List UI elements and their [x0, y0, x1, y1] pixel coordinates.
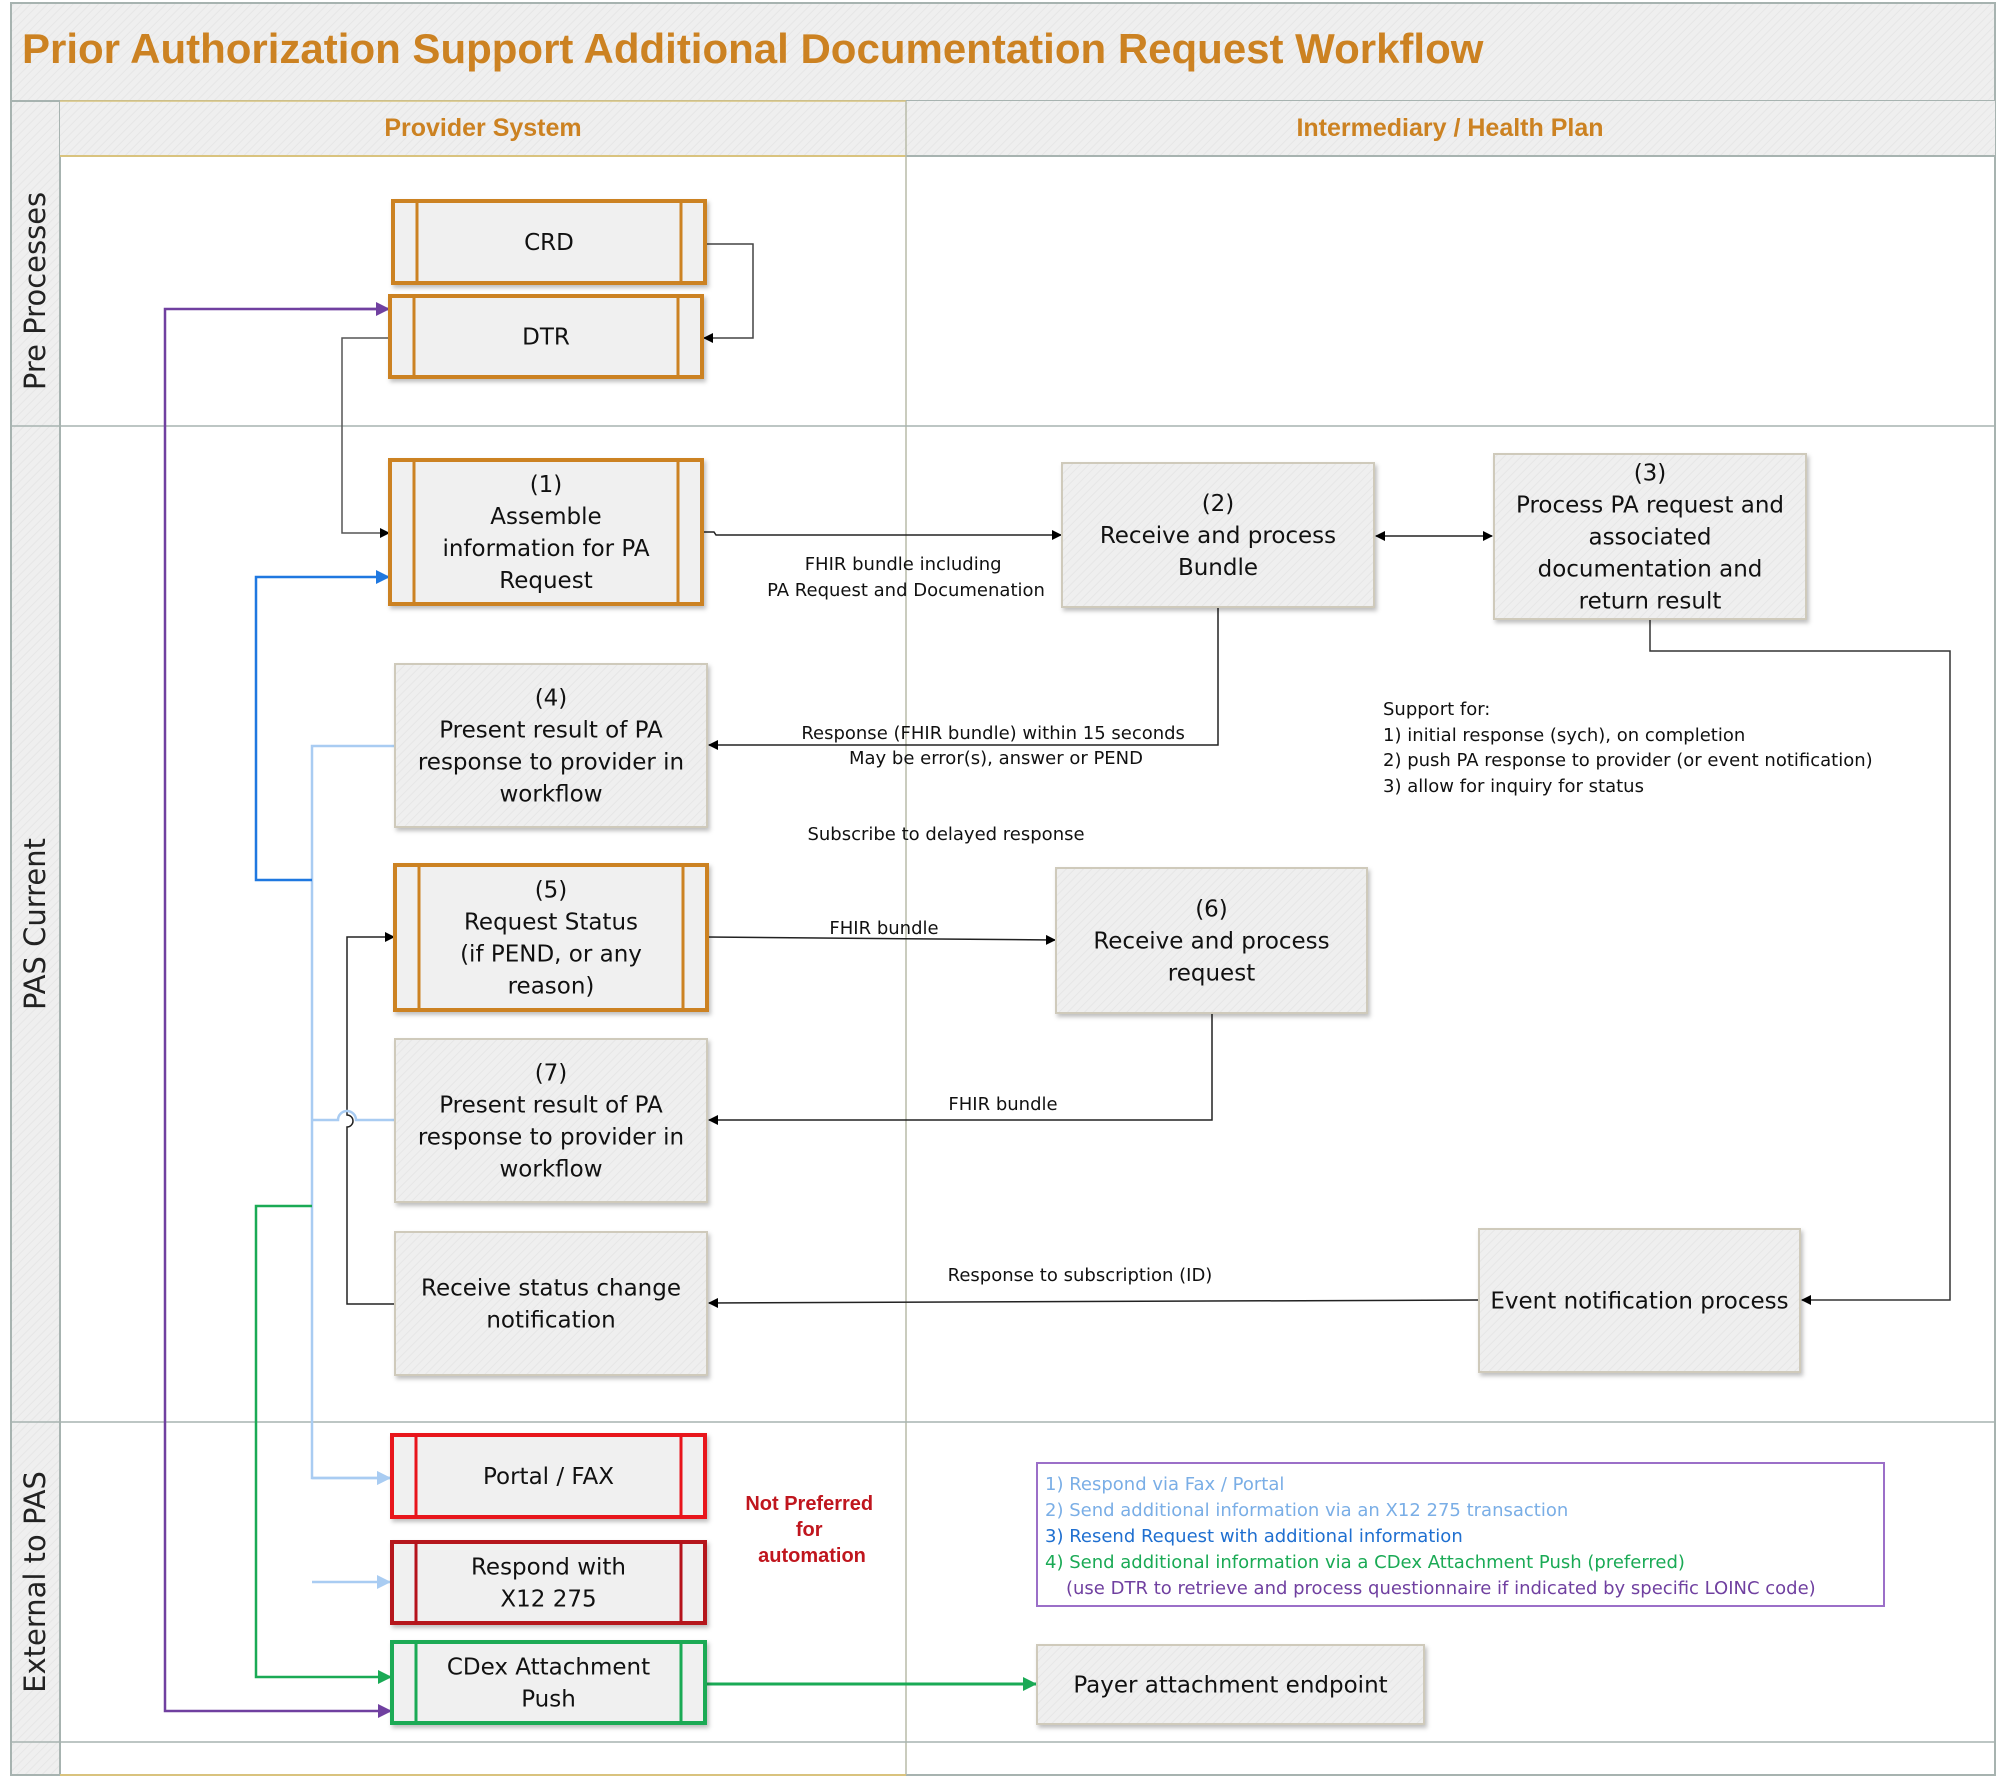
edge-label-fhir-bundle-step6: FHIR bundle [948, 1094, 1057, 1115]
edge-label-fhir-bundle-including: FHIR bundle including PA Request and Doc… [767, 554, 1045, 601]
not-preferred-note: Not Preferred for automation [745, 1493, 878, 1567]
node-box [393, 863, 709, 1012]
edge-labels: FHIR bundle including PA Request and Doc… [767, 554, 1212, 1286]
support-note: Support for: 1) initial response (sych),… [1383, 699, 1878, 797]
diagram-title: Prior Authorization Support Additional D… [22, 25, 1484, 72]
node-label: Portal / FAX [483, 1464, 614, 1490]
node-box [394, 1038, 708, 1203]
node-label: CRD [524, 230, 574, 256]
legend-item: 4) Send additional information via a CDe… [1045, 1552, 1685, 1573]
edge-event-to-receive-status [708, 1297, 1480, 1308]
edge-step7-light-blue [312, 1109, 395, 1122]
edge-resend-request-blue [254, 570, 390, 882]
node-box [390, 1433, 707, 1519]
edge-dtr-to-step1 [341, 337, 390, 538]
column-title-intermediary-health-plan: Intermediary / Health Plan [1296, 114, 1603, 142]
edge-step3-to-event [1649, 619, 1951, 1305]
node-event-notification: Event notification process [1478, 1228, 1801, 1373]
node-box [1036, 1644, 1425, 1725]
edge-label-fhir-bundle-step5: FHIR bundle [829, 918, 938, 939]
node-label: Event notification process [1490, 1289, 1788, 1315]
legend-item: 1) Respond via Fax / Portal [1045, 1474, 1284, 1495]
legend-item: 2) Send additional information via an X1… [1045, 1500, 1568, 1521]
node-box [1061, 462, 1375, 608]
edge-step1-to-step2 [702, 530, 1062, 540]
connectors [163, 243, 1951, 1718]
legend-item: (use DTR to retrieve and process questio… [1066, 1578, 1816, 1599]
node-box [394, 663, 708, 828]
lane-title-pre-processes: Pre Processes [18, 192, 52, 390]
node-portal-fax: Portal / FAX [390, 1433, 707, 1519]
node-dtr: DTR [388, 294, 704, 379]
edge-step6-to-step7 [708, 1013, 1213, 1125]
edge-crd-to-dtr [703, 243, 754, 343]
edge-label-subscribe: Subscribe to delayed response [807, 824, 1084, 845]
node-box [391, 199, 707, 285]
node-box [390, 1640, 707, 1725]
lane-title-pas-current: PAS Current [18, 838, 52, 1010]
node-box [390, 1540, 707, 1625]
node-box [388, 294, 704, 379]
column-header-intermediary [906, 101, 1995, 156]
lane-title-external-to-pas: External to PAS [18, 1471, 52, 1693]
column-title-provider-system: Provider System [384, 114, 581, 142]
lane-label-column [10, 100, 61, 1776]
node-box [1055, 867, 1368, 1014]
node-box [394, 1231, 708, 1376]
node-payer-endpoint: Payer attachment endpoint [1036, 1644, 1425, 1725]
legend-item: 3) Resend Request with additional inform… [1045, 1526, 1463, 1547]
edge-label-response-15s: Response (FHIR bundle) within 15 seconds… [801, 723, 1190, 769]
edge-to-cdex-green [254, 1204, 392, 1684]
edge-label-response-subscription: Response to subscription (ID) [948, 1265, 1213, 1286]
edge-receive-status-to-step5 [346, 932, 395, 1305]
edge-step2-to-step4 [708, 607, 1219, 750]
column-header-provider [60, 101, 906, 156]
node-label: DTR [522, 325, 570, 351]
edge-step5-to-step6 [706, 934, 1056, 945]
legend-box: 1) Respond via Fax / Portal 2) Send addit… [1036, 1462, 1885, 1607]
node-box [1493, 453, 1807, 620]
node-box [1478, 1228, 1801, 1373]
edge-purple-dtr [163, 307, 392, 1718]
node-label: Payer attachment endpoint [1073, 1673, 1387, 1699]
title-band [10, 2, 1996, 102]
node-crd: CRD [391, 199, 707, 285]
node-box [388, 458, 704, 606]
